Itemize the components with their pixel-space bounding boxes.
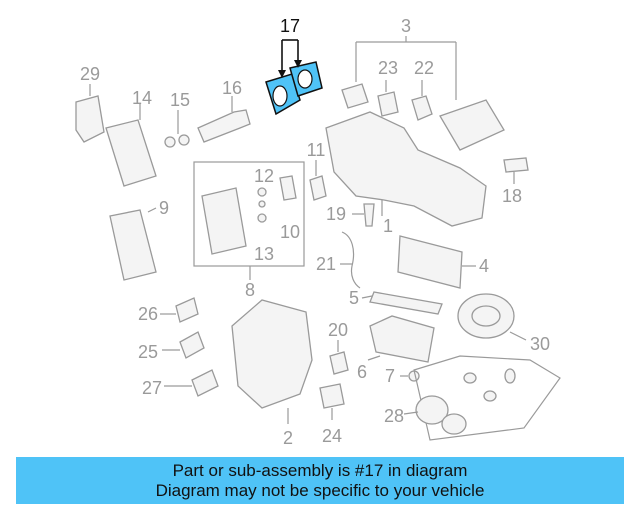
callout-11: 11 [307, 140, 326, 160]
part-8-group [193, 161, 305, 280]
callout-17: 17 [280, 16, 300, 36]
info-banner-line-1: Part or sub-assembly is #17 in diagram [172, 460, 468, 480]
callout-10: 10 [280, 222, 300, 242]
info-banner-line-2: Diagram may not be specific to your vehi… [155, 480, 485, 500]
part-11 [309, 160, 327, 201]
part-25 [162, 331, 205, 359]
parts-diagram: 17 29 14 15 16 3 23 22 [75, 16, 561, 448]
callout-12: 12 [254, 166, 274, 186]
callout-16: 16 [222, 78, 242, 98]
part-2 [231, 299, 313, 424]
part-27 [164, 369, 219, 397]
callout-7: 7 [385, 366, 395, 386]
part-24 [319, 383, 345, 420]
callout-27: 27 [142, 378, 162, 398]
part-5 [361, 291, 443, 315]
part-17-highlighted[interactable] [265, 61, 323, 116]
callout-1: 1 [383, 216, 393, 236]
callout-30: 30 [530, 334, 550, 354]
callout-15: 15 [170, 90, 190, 110]
callout-19: 19 [326, 204, 346, 224]
part-29 [75, 84, 105, 143]
callout-21: 21 [316, 254, 336, 274]
callout-23: 23 [378, 58, 398, 78]
callout-18: 18 [502, 186, 522, 206]
callout-20: 20 [328, 320, 348, 340]
callout-26: 26 [138, 304, 158, 324]
callout-24: 24 [322, 426, 342, 446]
callout-2: 2 [283, 428, 293, 448]
callout-14: 14 [132, 88, 152, 108]
part-14 [105, 104, 157, 187]
callout-5: 5 [349, 288, 359, 308]
part-3-bracket [341, 83, 369, 109]
callout-25: 25 [138, 342, 158, 362]
part-22 [411, 80, 433, 121]
callout-8: 8 [245, 280, 255, 300]
info-banner: Part or sub-assembly is #17 in diagram D… [16, 457, 624, 504]
callout-3: 3 [401, 16, 411, 36]
part-1 [325, 111, 487, 227]
callout-17-leader [278, 39, 302, 78]
part-3-housing [439, 99, 505, 151]
callout-3-leader [355, 36, 457, 100]
part-9 [109, 207, 157, 281]
callout-4: 4 [479, 256, 489, 276]
part-20 [329, 340, 349, 375]
callout-13: 13 [254, 244, 274, 264]
part-18 [503, 157, 529, 184]
part-6 [367, 315, 435, 363]
callout-6: 6 [357, 362, 367, 382]
callout-9: 9 [159, 198, 169, 218]
part-30 [457, 293, 527, 341]
part-4 [397, 235, 476, 289]
part-15 [164, 110, 190, 148]
part-21 [340, 231, 361, 289]
callout-28: 28 [384, 406, 404, 426]
callout-22: 22 [414, 58, 434, 78]
part-16 [197, 96, 251, 143]
part-26 [160, 297, 199, 323]
part-23 [377, 80, 399, 117]
part-19 [352, 203, 375, 227]
part-28-group [403, 355, 561, 441]
callout-29: 29 [80, 64, 100, 84]
